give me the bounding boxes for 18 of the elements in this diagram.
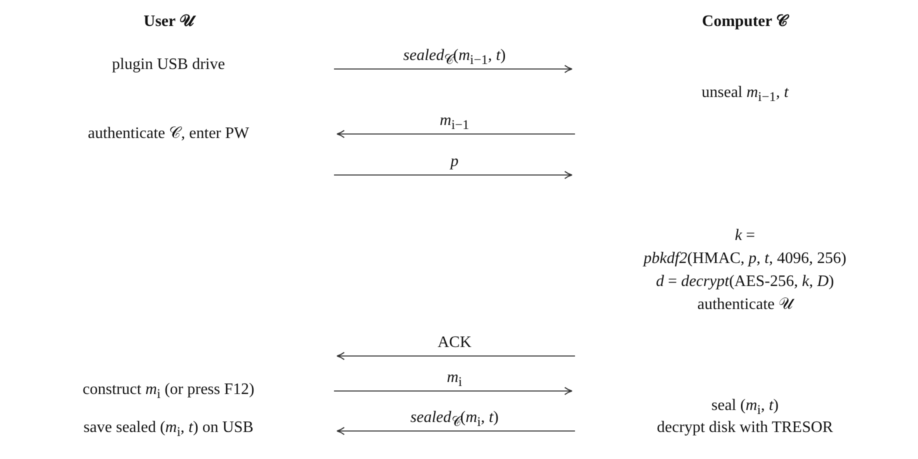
step-text: authenticate 𝒞, enter PW [86,124,250,144]
participant-heading: User 𝒰 [0,12,337,32]
step-text: d = decrypt(AES-256, k, D) [655,272,835,292]
step-text: k = [734,226,756,246]
edge-label: p [448,152,460,172]
step-text: save sealed (m$_{i}$, t) on USB [82,418,254,442]
step-text: seal (m$_{i}$, t) [710,396,780,420]
edge-label: ACK [436,333,472,353]
edge-label: m$_{i−1}$ [438,111,470,134]
participant-heading: Computer 𝒞 [701,12,790,32]
step-text: decrypt disk with TRESOR [656,418,834,438]
step-text: authenticate 𝒰 [696,295,796,315]
step-text: unseal m$_{i−1}$, t [700,83,790,106]
step-text: construct m$_{i}$ (or press F12) [82,380,256,404]
edge-label: m$_{i}$ [446,368,464,392]
step-text: plugin USB drive [111,55,226,75]
step-text: pbkdf2(HMAC, p, t, 4096, 256) [642,249,848,269]
edge-label: sealed$_{𝒞}$(m$_{i}$, t) [409,408,500,432]
